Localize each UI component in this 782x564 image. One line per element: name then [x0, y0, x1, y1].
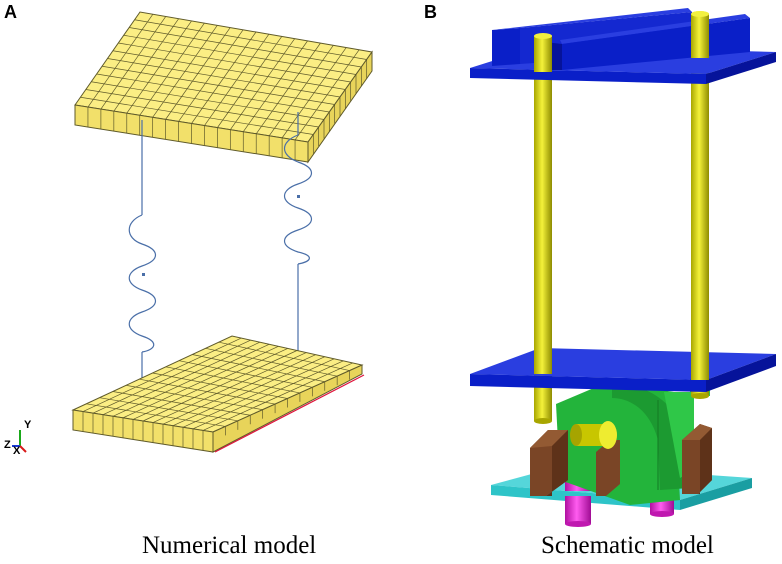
- schematic-model: [470, 8, 776, 527]
- top-mesh-plate: [74, 11, 373, 164]
- boundary-edge: [214, 374, 365, 453]
- numerical-model: [12, 11, 373, 453]
- right-spring: [283, 112, 313, 360]
- top-plate: [470, 8, 776, 84]
- guide-rods: [534, 11, 709, 424]
- axis-y-label: Y: [24, 419, 32, 431]
- coordinate-triad: [12, 430, 27, 453]
- axis-x-label: X: [13, 445, 21, 457]
- panel-b-label: B: [424, 2, 437, 22]
- panel-a-label: A: [4, 2, 17, 22]
- shaft: [570, 421, 617, 449]
- caption-schematic-model: Schematic model: [541, 532, 714, 559]
- rod-tops: [534, 11, 709, 72]
- bracket-left: [530, 430, 620, 496]
- caption-numerical-model: Numerical model: [142, 532, 317, 559]
- rod-through-middle: [534, 348, 709, 380]
- bottom-mesh-plate: [71, 335, 365, 453]
- bracket-right: [682, 424, 712, 494]
- middle-plate: [470, 348, 776, 392]
- axis-z-label: Z: [4, 439, 11, 451]
